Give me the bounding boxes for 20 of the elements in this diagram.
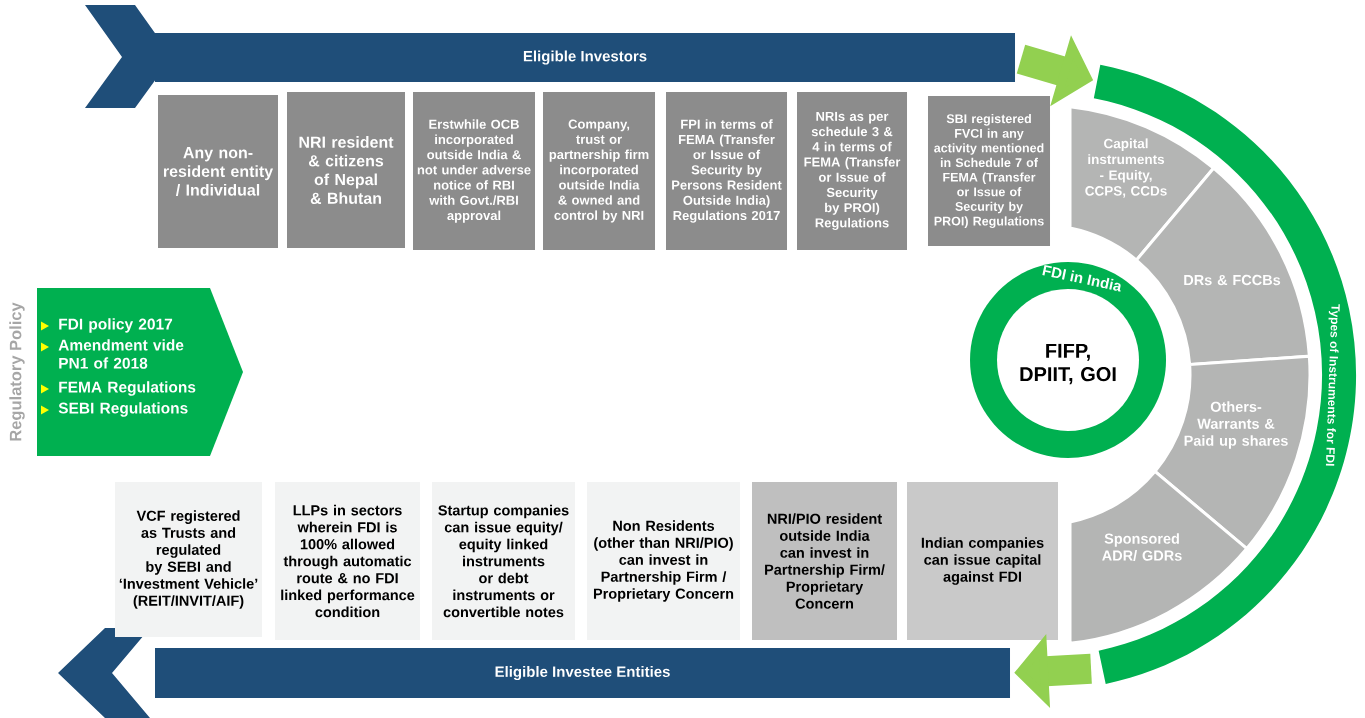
fdi-ring: FDI in India FIFP, DPIIT, GOI [970, 262, 1166, 458]
investor-box: NRI resident & citizens of Nepal & Bhutan [287, 92, 405, 248]
investor-box: FPI in terms of FEMA (Transfer or Issue of Security by Persons Resident Outside India) Regulations 2017 [666, 92, 787, 250]
entity-box: Startup companies can issue equity/ equity linked instruments or debt instruments or convertible notes [432, 482, 575, 640]
investor-box: NRIs as per schedule 3 & 4 in terms of FEMA (Transfer or Issue of Security by PROI) Regulations [797, 92, 907, 250]
investor-box: Erstwhile OCB incorporated outside India & not under adverse notice of RBI with Govt./RBI approval [413, 92, 535, 250]
policy-banner: FDI policy 2017 Amendment vide PN1 of 2018 FEMA Regulations SEBI Regulations [37, 288, 243, 456]
arrow-band: Eligible Investee Entities [58, 628, 1010, 718]
side-label: Regulatory Policy [9, 302, 25, 441]
entity-box: Indian companies can issue capital against FDI [907, 482, 1058, 640]
instrument-sector: Sponsored ADR/ GDRs [1068, 469, 1249, 645]
entity-box: VCF registered as Trusts and regulated by SEBI and ‘Investment Vehicle’ (REIT/INVIT/AIF) [115, 482, 262, 637]
instrument-sector: Capital instruments - Equity, CCPS, CCDs [1068, 105, 1216, 262]
entity-box: Non Residents (other than NRI/PIO) can invest in Partnership Firm / Proprietary Concern [587, 482, 740, 640]
investor-box: Company, trust or partnership firm incorporated outside India & owned and control by NRI [543, 92, 655, 250]
entity-box: LLPs in sectors wherein FDI is 100% allowed through automatic route & no FDI linked performance condition [275, 482, 420, 640]
arrow-band: Eligible Investors [85, 5, 1015, 108]
entity-box: NRI/PIO resident outside India can invest in Partnership Firm/ Proprietary Concern [752, 482, 897, 640]
investor-box: Any non-resident entity / Individual [158, 95, 278, 248]
investor-box: SBI registered FVCI in any activity mentioned in Schedule 7 of FEMA (Transfer or Issue of Security by PROI) Regulations [928, 96, 1050, 246]
